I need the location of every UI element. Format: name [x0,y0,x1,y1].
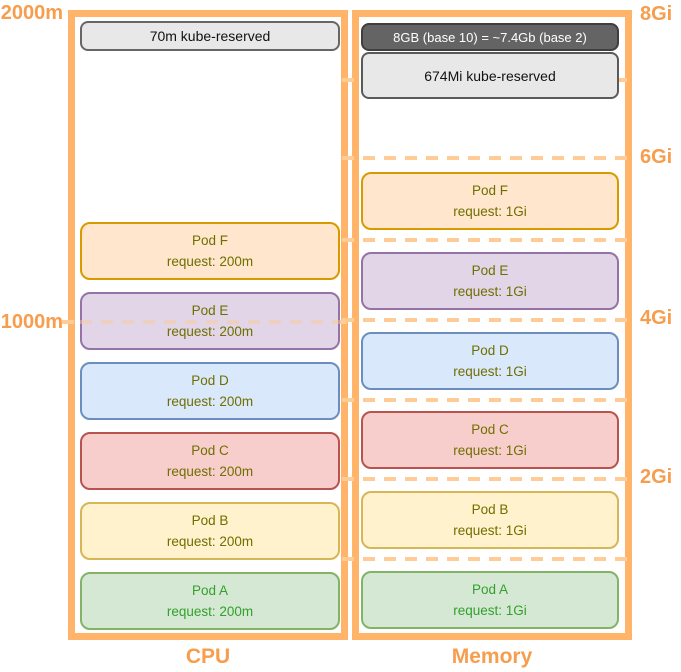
memory-column: 8GB (base 10) = ~7.4Gb (base 2) 674Mi ku… [352,10,632,640]
memory-scale-2gi-label: 2Gi [640,466,673,488]
memory-1gi-gridline [342,557,632,561]
pod-request: request: 200m [166,324,254,339]
pod-request: request: 1Gi [453,364,527,379]
memory-pod-b: Pod B request: 1Gi [361,491,619,549]
memory-scale-8gi-label: 8Gi [640,3,673,25]
cpu-scale-2000m-label: 2000m [0,2,63,24]
pod-request: request: 1Gi [453,443,527,458]
cpu-pod-c: Pod C request: 200m [80,432,340,490]
cpu-column-caption: CPU [185,645,231,668]
pod-request: request: 1Gi [453,603,527,618]
pod-name: Pod E [191,302,229,318]
pod-request: request: 200m [166,534,254,549]
memory-pod-c: Pod C request: 1Gi [361,411,619,469]
pod-request: request: 200m [166,254,254,269]
pod-request: request: 1Gi [453,284,527,299]
cpu-pod-e: Pod E request: 200m [80,292,340,350]
pod-request: request: 200m [166,464,254,479]
memory-pod-e: Pod E request: 1Gi [361,252,619,310]
cpu-column: 70m kube-reserved Pod F request: 200m Po… [68,10,348,640]
memory-5gi-gridline [342,238,632,242]
cpu-1000m-gridline-through-pod-e [80,320,340,324]
memory-scale-6gi-label: 6Gi [640,146,673,168]
memory-3gi-gridline [342,398,632,402]
pod-name: Pod B [471,501,509,517]
memory-2gi-gridline [342,477,632,481]
memory-4gi-gridline [342,318,632,322]
memory-6gi-gridline [342,156,632,160]
pod-request: request: 200m [166,604,254,619]
pod-name: Pod A [191,582,229,598]
memory-pod-a: Pod A request: 1Gi [361,571,619,629]
pod-name: Pod F [191,232,229,248]
memory-scale-4gi-label: 4Gi [640,307,673,329]
cpu-scale-1000m-label: 1000m [0,311,63,333]
memory-kube-reserved-box: 674Mi kube-reserved [361,52,619,99]
pod-name: Pod E [471,262,509,278]
cpu-kube-reserved-box: 70m kube-reserved [80,21,340,51]
pod-name: Pod B [191,512,229,528]
pod-name: Pod D [191,372,229,388]
cpu-pod-a: Pod A request: 200m [80,572,340,630]
pod-request: request: 1Gi [453,523,527,538]
pod-name: Pod D [471,342,509,358]
cpu-pod-f: Pod F request: 200m [80,222,340,280]
pod-name: Pod C [191,442,229,458]
pod-name: Pod C [471,421,509,437]
pod-request: request: 200m [166,394,254,409]
pod-name: Pod F [471,182,509,198]
cpu-pod-b: Pod B request: 200m [80,502,340,560]
pod-name: Pod A [471,581,509,597]
memory-pod-d: Pod D request: 1Gi [361,332,619,390]
pod-request: request: 1Gi [453,204,527,219]
cpu-pod-d: Pod D request: 200m [80,362,340,420]
memory-conversion-box: 8GB (base 10) = ~7.4Gb (base 2) [361,23,619,51]
memory-column-caption: Memory [451,645,533,668]
memory-pod-f: Pod F request: 1Gi [361,172,619,230]
